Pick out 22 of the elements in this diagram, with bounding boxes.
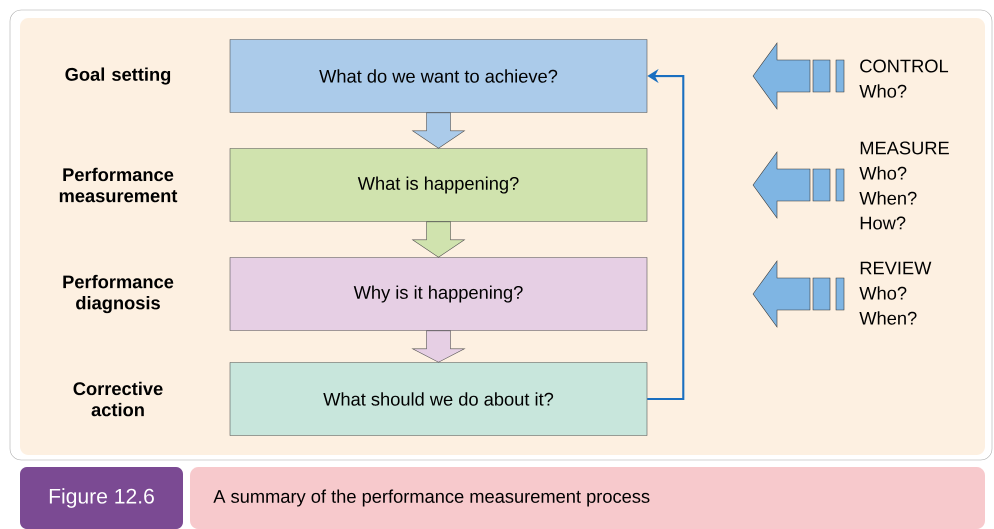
question-text: When?	[859, 191, 917, 205]
question-text: Who?	[859, 286, 906, 300]
question-text: How?	[860, 216, 906, 230]
question-text: CONTROL	[860, 60, 948, 72]
stage-label: Performance diagnosis	[63, 274, 174, 314]
process-box: What do we want to achieve?	[230, 39, 648, 113]
process-box: What is happening?	[230, 148, 648, 222]
stage-label: Goal setting	[65, 67, 170, 85]
stage-label: Corrective action	[74, 382, 163, 416]
question-text: REVIEW	[860, 262, 932, 274]
block-arrow	[412, 222, 466, 258]
process-box: What should we do about it?	[230, 362, 648, 436]
block-arrow	[412, 112, 466, 149]
question-text: MEASURE	[860, 142, 949, 154]
figure-tab: Figure 12.6	[20, 467, 183, 529]
question-text: When?	[859, 311, 917, 325]
caption-bar: A summary of the performance measurement process	[190, 467, 985, 529]
question-text: Who?	[859, 166, 906, 180]
process-box: Why is it happening?	[230, 257, 648, 331]
block-arrow	[411, 330, 466, 363]
stage-label: Performance measurement	[60, 168, 178, 202]
question-text: Who?	[859, 84, 906, 98]
